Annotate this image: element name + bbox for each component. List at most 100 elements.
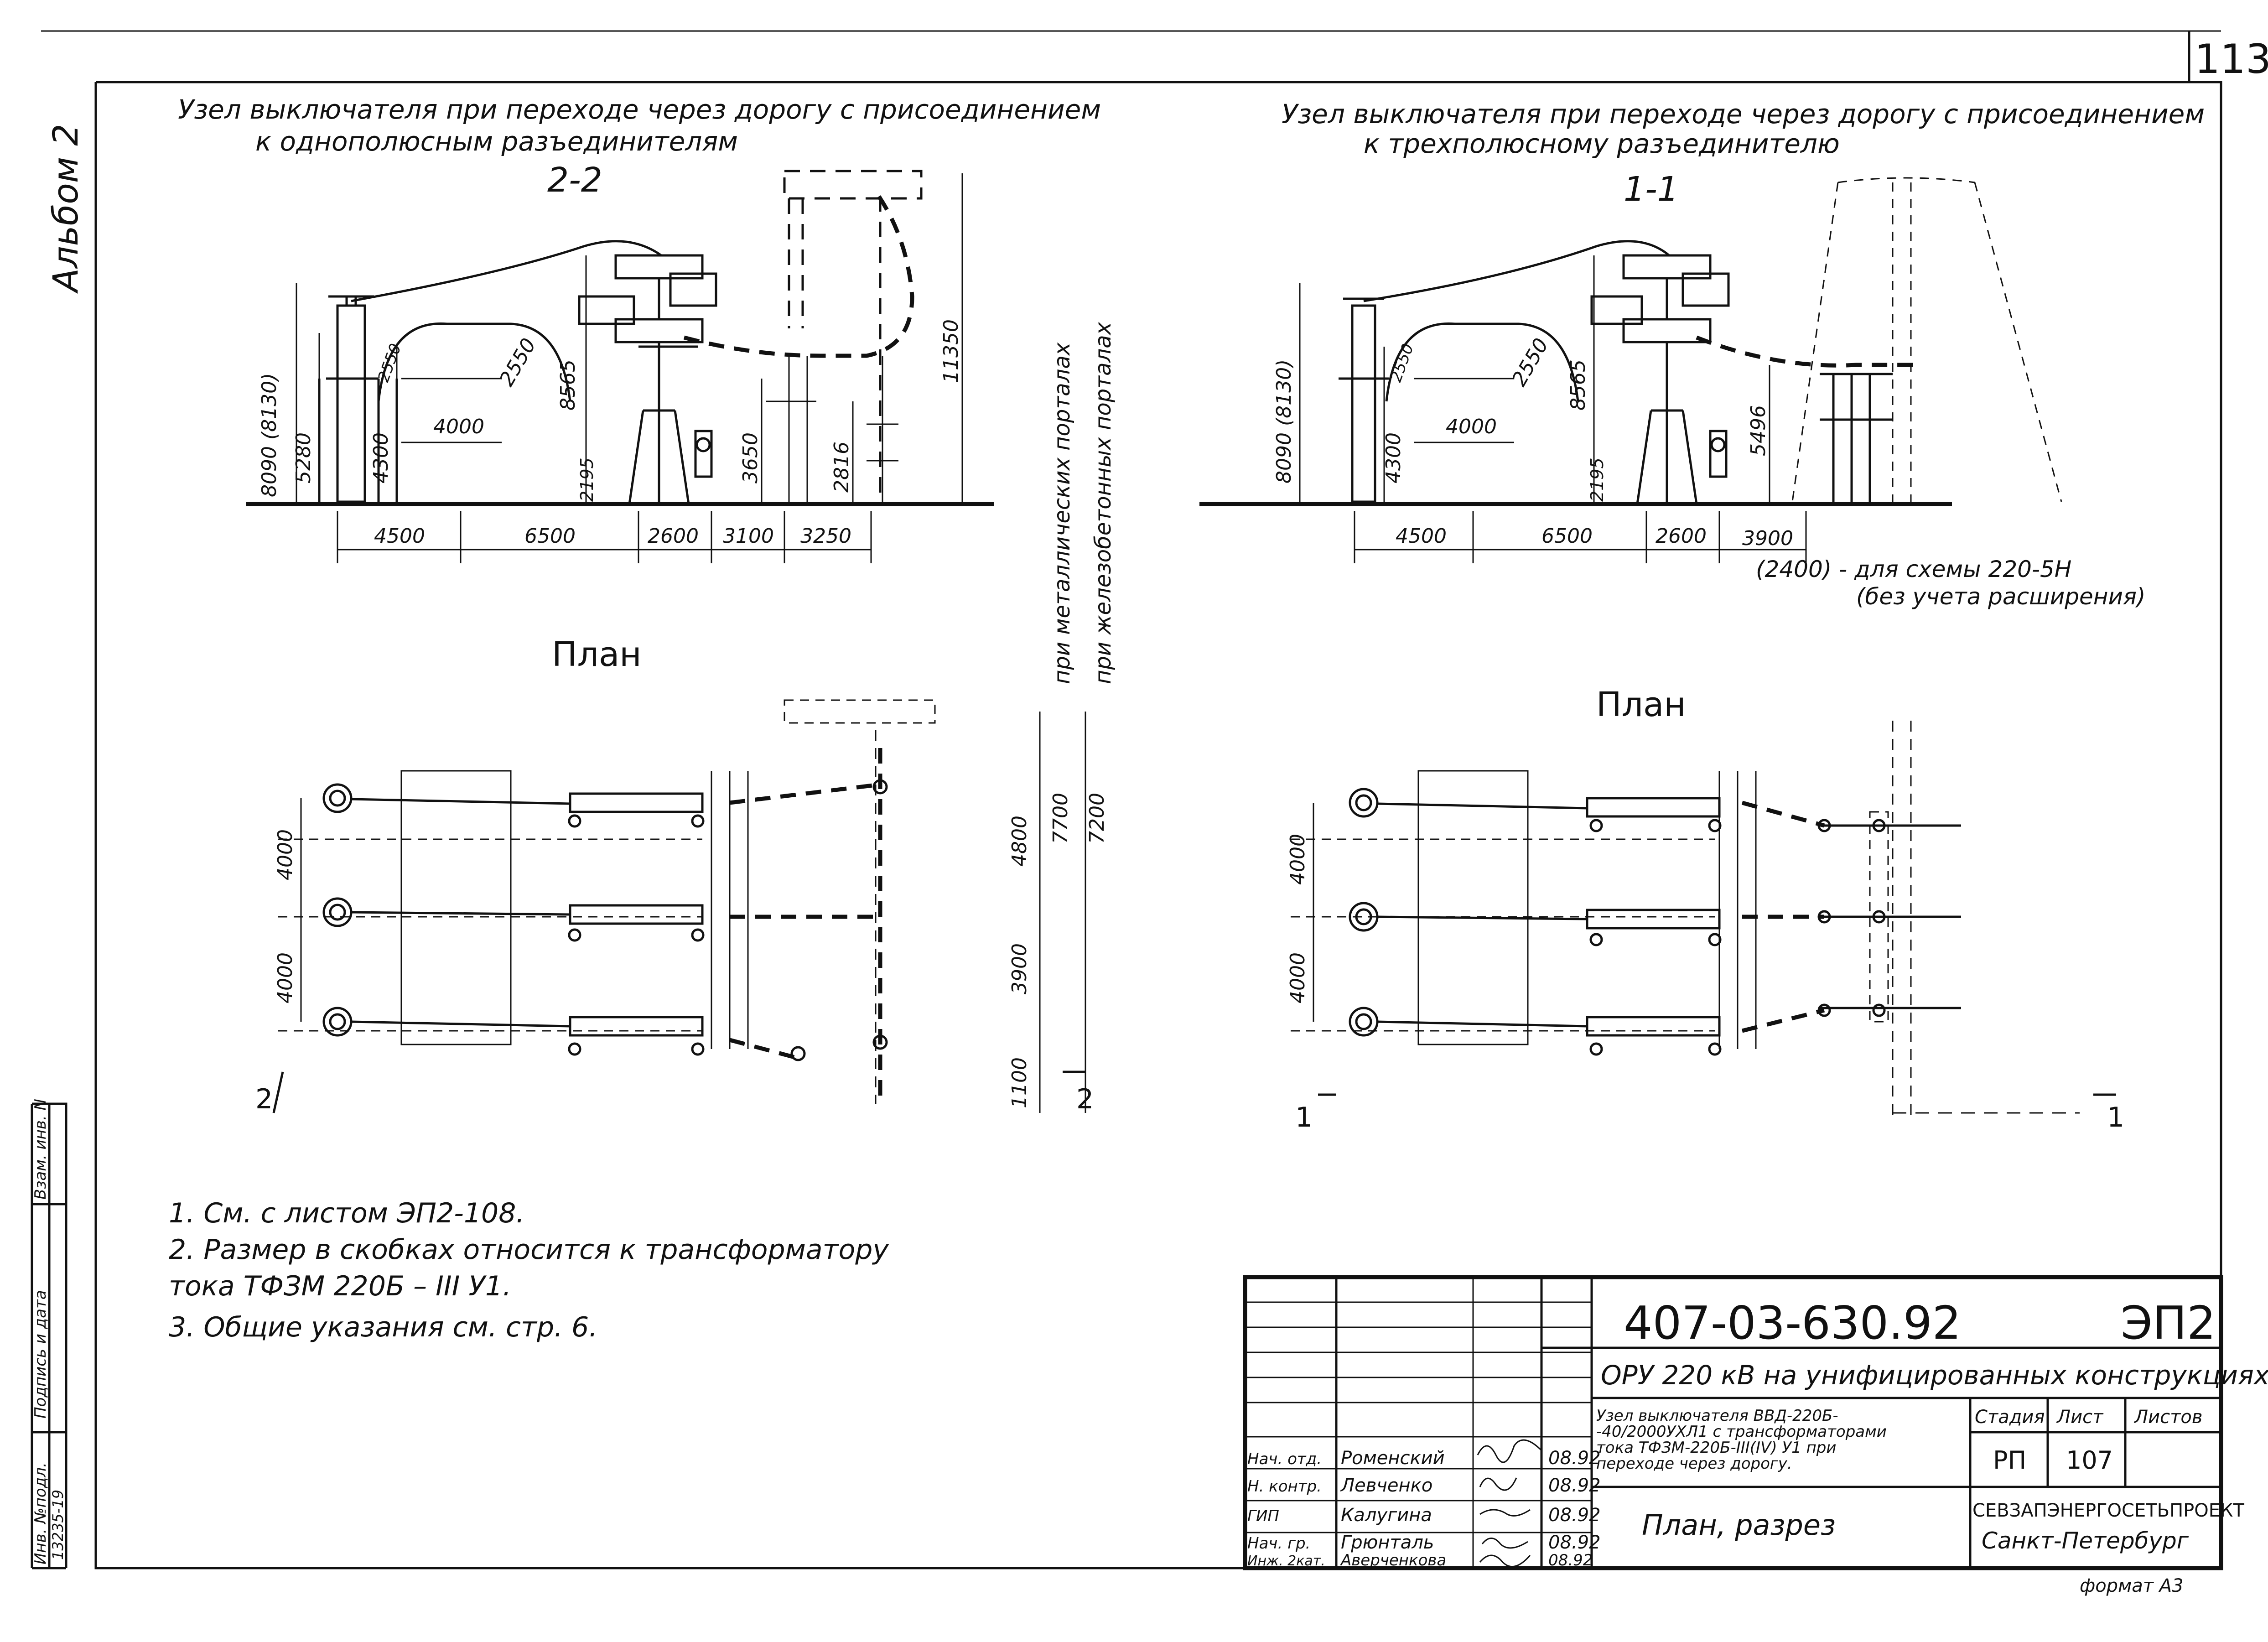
right-dim-4000: 4000: [1446, 415, 1497, 438]
left-phase-c: [322, 1007, 705, 1056]
left-section-marker-right: 2: [1076, 1083, 1094, 1115]
right-plan-dim-4000a: 4000: [1286, 834, 1309, 885]
right-dim-5496: 5496: [1747, 405, 1770, 456]
tb-org-line2: Санкт-Петербург: [1982, 1528, 2189, 1554]
tb-staff-name: Роменский: [1341, 1448, 1445, 1469]
left-dim-2550a: 2550: [374, 341, 405, 385]
left-dim-5280: 5280: [292, 432, 315, 483]
left-plan-node: [872, 779, 888, 795]
left-plan-dim-1100: 1100: [1008, 1057, 1031, 1108]
right-phase-c: [1349, 1007, 1961, 1056]
right-dim-3900: 3900: [1742, 527, 1793, 550]
left-metal-portal: [783, 170, 923, 502]
note-line-4: 3. Общие указания см. стр. 6.: [169, 1311, 597, 1343]
tb-staff-role: Нач. отд.: [1247, 1450, 1322, 1468]
tb-description-3: тока ТФЗМ-220Б-III(IV) У1 при: [1596, 1439, 1837, 1457]
right-dim-8565: 8565: [1567, 359, 1590, 410]
left-road-arch: [377, 322, 571, 402]
left-phase-b: [322, 897, 705, 942]
right-section-marker-right: 1: [2107, 1102, 2124, 1133]
left-plan-structure: [278, 699, 936, 1104]
right-section-view: Узел выключателя при переходе через доро…: [1199, 99, 2205, 610]
side-stamp: Взам. инв. N Подпись и дата Инв. №подл. …: [31, 1099, 67, 1569]
left-title-line2: к однополюсным разъединителям: [255, 126, 738, 157]
left-dim-4300: 4300: [369, 432, 393, 483]
left-dim-11350: 11350: [939, 319, 963, 383]
left-plan-dim-3900: 3900: [1008, 943, 1031, 994]
right-overhead-wire: [1363, 240, 1670, 302]
right-dim-4300: 4300: [1382, 432, 1405, 483]
right-portal-outline: [1791, 177, 2062, 502]
right-plan-dashed-jumpers: [1741, 800, 1825, 1033]
right-plan-label: План: [1596, 685, 1686, 724]
tb-staff-role: Нач. гр.: [1247, 1534, 1310, 1553]
right-note-2400: (2400) - для схемы 220-5Н: [1756, 556, 2071, 582]
tb-sheets-label: Листов: [2133, 1407, 2202, 1428]
tb-stage: РП: [1993, 1446, 2026, 1475]
right-section-label: 1-1: [1624, 170, 1679, 209]
left-plan-node: [790, 1046, 806, 1061]
tb-sheet-label: Лист: [2056, 1407, 2104, 1428]
left-plan-node: [872, 1034, 888, 1050]
right-phase-b: [1349, 902, 1961, 946]
stamp-podpis: Подпись и дата: [31, 1290, 50, 1419]
tb-sheet-title: План, разрез: [1642, 1508, 1836, 1542]
tb-staff-role: ГИП: [1247, 1507, 1279, 1525]
tb-staff-name: Грюнталь: [1341, 1532, 1434, 1553]
right-dim-2600: 2600: [1656, 525, 1707, 548]
left-dim-6500: 6500: [524, 525, 576, 548]
note-line-2: 2. Размер в скобках относится к трансфор…: [169, 1234, 889, 1266]
tb-description-4: переходе через дорогу.: [1596, 1455, 1792, 1473]
right-phase-a: [1349, 788, 1961, 832]
left-dim-3650: 3650: [739, 432, 762, 483]
tb-staff-role: Н. контр.: [1247, 1477, 1322, 1496]
left-dim-3250: 3250: [800, 525, 851, 548]
left-title-line1: Узел выключателя при переходе через доро…: [178, 94, 1101, 125]
right-note-expansion: (без учета расширения): [1856, 583, 2146, 610]
left-plan-dims: [300, 712, 1086, 1113]
right-vertical-dims: [1299, 255, 1770, 504]
right-road-arch: [1385, 322, 1579, 402]
stamp-vzam: Взам. инв. N: [31, 1099, 50, 1200]
right-disconnector: [1820, 373, 1893, 502]
left-plan-dim-4000b: 4000: [274, 952, 297, 1003]
tb-staff-date: 08.92: [1548, 1532, 1601, 1553]
album-label: Альбом 2: [45, 124, 86, 294]
title-block: 407-03-630.92 ЭП2 ОРУ 220 кВ на унифицир…: [1243, 1275, 2268, 1596]
tb-format: формат А3: [2080, 1575, 2184, 1596]
left-section-label: 2-2: [547, 161, 602, 200]
left-plan-dim-4800: 4800: [1008, 816, 1031, 867]
right-current-transformer: [1339, 297, 1389, 503]
sheet-number: 113: [2195, 36, 2268, 83]
tb-staff-date: 08.92: [1548, 1475, 1601, 1496]
tb-staff-name: Калугина: [1341, 1505, 1432, 1526]
left-drive-post: [694, 430, 713, 478]
note-line-3: тока ТФЗМ 220Б – III У1.: [169, 1270, 511, 1302]
right-section-marker-left: 1: [1295, 1102, 1313, 1133]
general-notes: 1. См. с листом ЭП2-108. 2. Размер в ско…: [169, 1197, 889, 1343]
right-dashed-jumper: [1696, 335, 1915, 368]
left-dim-2600: 2600: [648, 525, 699, 548]
right-horizontal-dims: [1354, 511, 1807, 563]
right-dim-8090: 8090 (8130): [1272, 359, 1296, 483]
left-dim-4000: 4000: [433, 415, 484, 438]
left-dim-4500: 4500: [374, 525, 425, 548]
right-title-line2: к трехполюсному разъединителю: [1364, 128, 1840, 159]
left-portal-posts: [766, 356, 898, 502]
right-dim-2550b: 2550: [1507, 334, 1553, 390]
tb-doc-code: 407-03-630.92: [1624, 1296, 1961, 1350]
right-drive-post: [1709, 430, 1728, 478]
left-section-marker-left: 2: [255, 1083, 273, 1115]
right-dim-2550a: 2550: [1387, 341, 1417, 385]
stamp-inv-value: 13235-19: [49, 1490, 67, 1560]
left-note-metal: при металлических порталах: [1049, 342, 1075, 684]
tb-staff-date: 08.92: [1548, 1551, 1593, 1569]
left-dim-8565: 8565: [556, 359, 580, 410]
tb-staff-name: Аверченкова: [1340, 1551, 1446, 1569]
tb-staff-name: Левченко: [1340, 1475, 1432, 1496]
right-plan-dim-4000b: 4000: [1286, 952, 1309, 1003]
tb-staff-role: Инж. 2кат.: [1247, 1553, 1325, 1569]
left-plan-dim-7200: 7200: [1085, 793, 1109, 844]
tb-staff-date: 08.92: [1548, 1448, 1601, 1469]
